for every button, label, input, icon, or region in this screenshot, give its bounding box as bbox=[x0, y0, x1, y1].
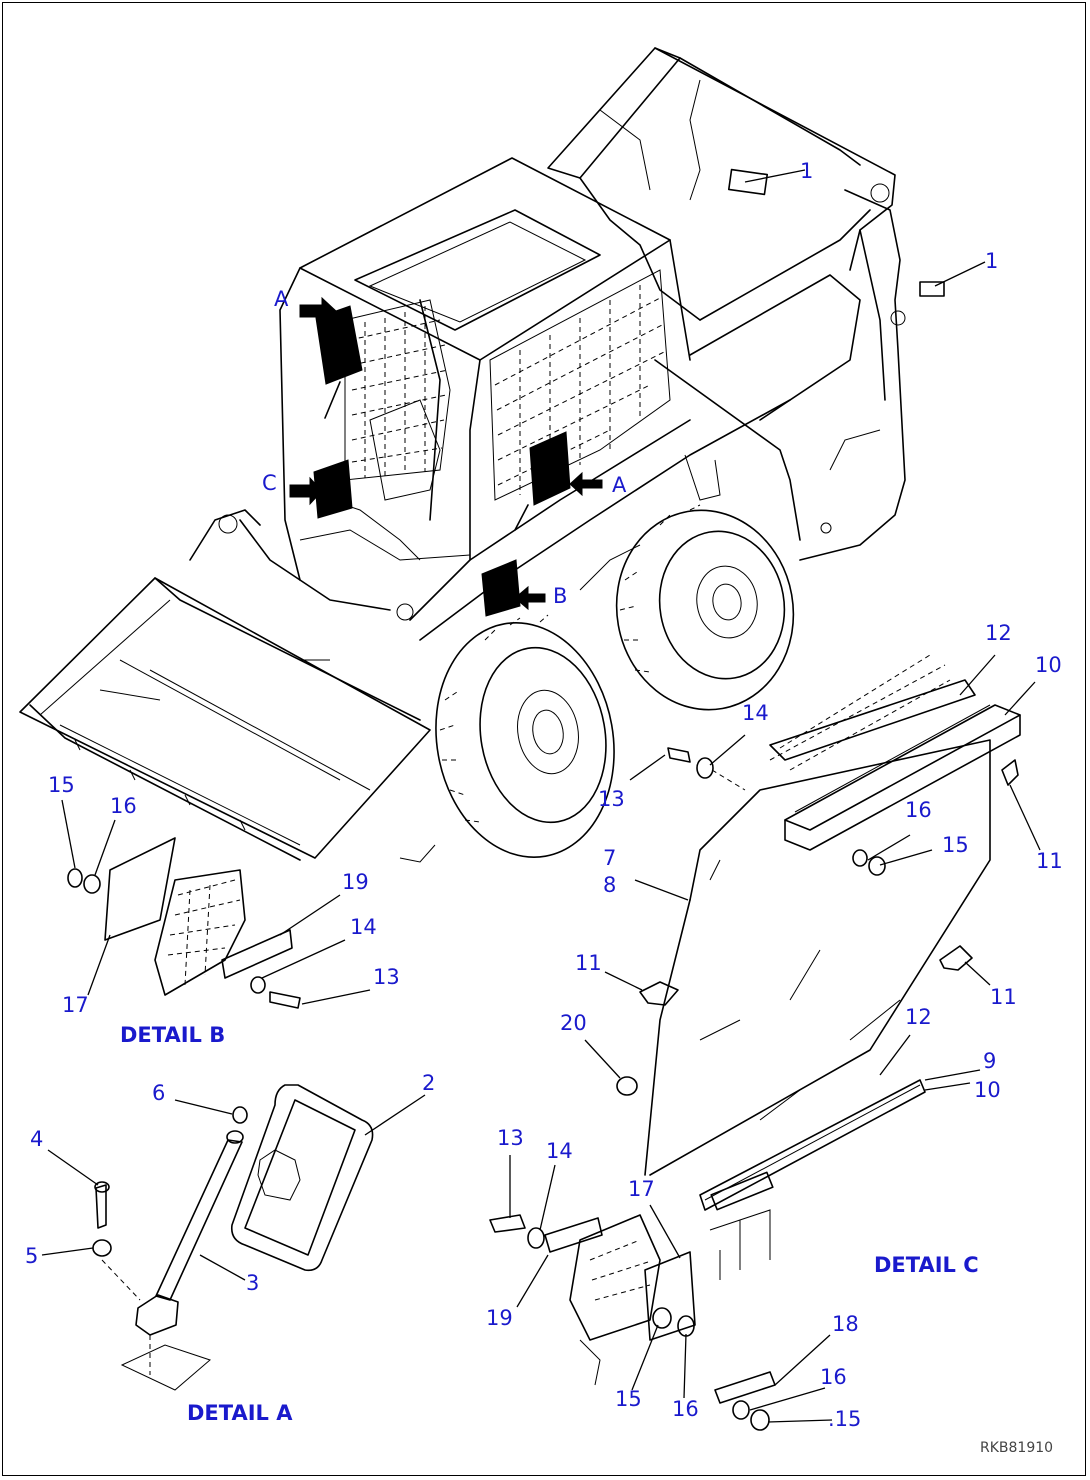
callout-5: 5 bbox=[25, 1244, 38, 1268]
detail-a-assembly bbox=[92, 1084, 374, 1391]
callout-19-b: 19 bbox=[342, 870, 369, 894]
callout-labels: A A B C 1 1 12 10 14 13 16 15 11 7 8 11 … bbox=[25, 159, 1063, 1456]
callout-15-b: 15 bbox=[48, 773, 75, 797]
callout-15-rail: 15 bbox=[942, 833, 969, 857]
callout-16-rail: 16 bbox=[905, 798, 932, 822]
view-ref-a-right: A bbox=[612, 473, 627, 497]
drawing-code: RKB81910 bbox=[980, 1440, 1053, 1456]
callout-13-lower: 13 bbox=[497, 1126, 524, 1150]
callout-14-lower: 14 bbox=[546, 1139, 573, 1163]
callout-18: 18 bbox=[832, 1312, 859, 1336]
label-pad-a-right bbox=[529, 431, 571, 506]
callout-4: 4 bbox=[30, 1127, 43, 1151]
callout-1-right: 1 bbox=[985, 249, 998, 273]
view-ref-a-left: A bbox=[274, 287, 289, 311]
view-ref-b: B bbox=[553, 584, 567, 608]
detail-a-title: DETAIL A bbox=[187, 1401, 293, 1425]
label-pad-c bbox=[313, 459, 353, 519]
view-arrows bbox=[289, 296, 603, 611]
view-ref-c: C bbox=[262, 471, 277, 495]
detail-c-title: DETAIL C bbox=[874, 1253, 979, 1277]
callout-11-left: 11 bbox=[575, 951, 602, 975]
callout-19-c: 19 bbox=[486, 1306, 513, 1330]
callout-2: 2 bbox=[422, 1071, 435, 1095]
rear-wheel bbox=[615, 504, 795, 711]
callout-17-b: 17 bbox=[62, 993, 89, 1017]
callout-14-b: 14 bbox=[350, 915, 377, 939]
callout-14-top: 14 bbox=[742, 701, 769, 725]
callout-12-top: 12 bbox=[985, 621, 1012, 645]
callout-13-top: 13 bbox=[598, 787, 625, 811]
side-screen-left bbox=[344, 299, 451, 481]
label-pad-b bbox=[481, 559, 521, 617]
detail-b-assembly bbox=[67, 837, 301, 1009]
callout-17-c: 17 bbox=[628, 1177, 655, 1201]
callout-15-hinge: 15 bbox=[615, 1387, 642, 1411]
detail-c-assembly bbox=[489, 654, 1021, 1431]
callout-6: 6 bbox=[152, 1081, 165, 1105]
skid-steer-loader bbox=[19, 47, 945, 863]
callout-9: 9 bbox=[983, 1049, 996, 1073]
callout-15-bottom: .15 bbox=[828, 1407, 861, 1431]
callout-3: 3 bbox=[246, 1271, 259, 1295]
callout-12-bottom: 12 bbox=[905, 1005, 932, 1029]
detail-b-leaders bbox=[61, 799, 371, 1005]
detail-a-leaders bbox=[41, 1094, 426, 1281]
label-pad-a-left bbox=[315, 305, 363, 385]
callout-13-b: 13 bbox=[373, 965, 400, 989]
callout-16-hinge: 16 bbox=[672, 1397, 699, 1421]
callout-1-top: 1 bbox=[800, 159, 813, 183]
callout-11-lower: 11 bbox=[990, 985, 1017, 1009]
callout-20: 20 bbox=[560, 1011, 587, 1035]
callout-16-b: 16 bbox=[110, 794, 137, 818]
callout-8: 8 bbox=[603, 873, 616, 897]
side-screen-right bbox=[489, 269, 671, 501]
callout-11-right: 11 bbox=[1036, 849, 1063, 873]
callout-10-top: 10 bbox=[1035, 653, 1062, 677]
front-wheel bbox=[435, 614, 615, 859]
callout-7: 7 bbox=[603, 846, 616, 870]
callout-16-bottom: 16 bbox=[820, 1365, 847, 1389]
detail-b-title: DETAIL B bbox=[120, 1023, 225, 1047]
detail-c-leaders bbox=[509, 654, 1041, 1423]
callout-10-bottom: 10 bbox=[974, 1078, 1001, 1102]
bucket bbox=[19, 577, 431, 861]
